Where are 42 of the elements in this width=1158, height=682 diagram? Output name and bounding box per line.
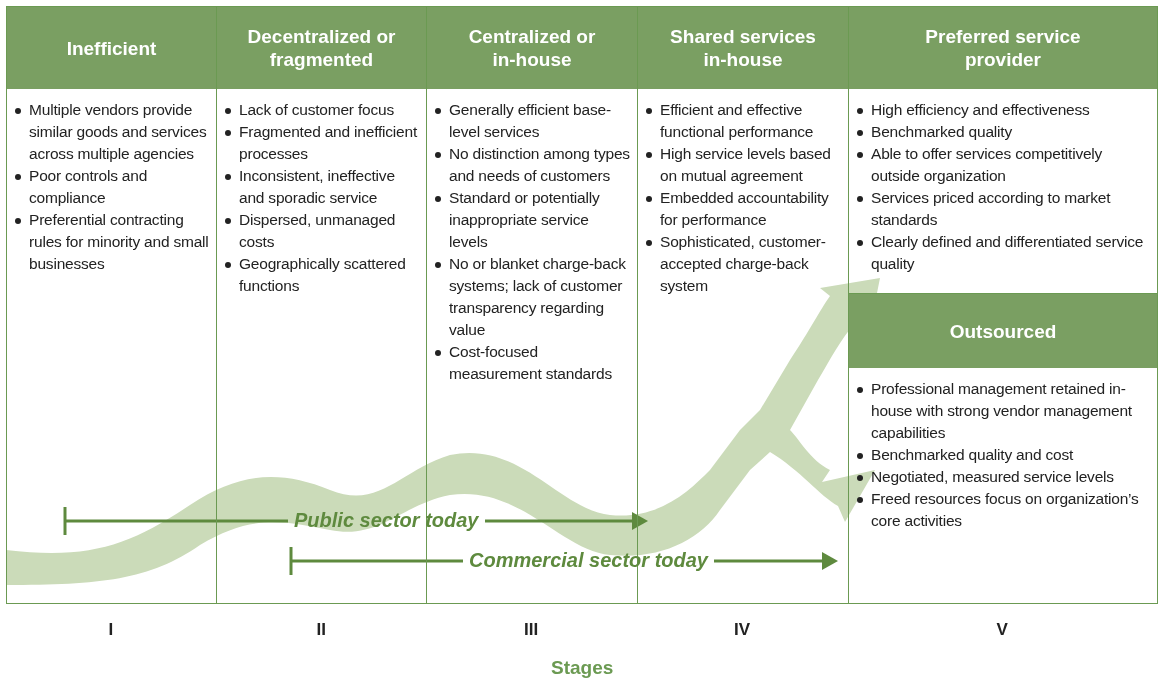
bullet-text: No distinction among types and needs of customers [449, 145, 630, 184]
bullet-text: Fragmented and inefficient processes [239, 123, 418, 162]
bullet-text: Geographically scattered functions [239, 255, 406, 294]
column-header: Decentralized or fragmented [217, 7, 426, 89]
bullet-text: High service levels based on mutual agreement [660, 145, 831, 184]
axis-title: Stages [551, 657, 614, 679]
bullet-text: Efficient and effective functional performance [660, 101, 814, 140]
bullet-text: Embedded accountability for performance [660, 189, 829, 228]
bullet-text: Dispersed, unmanaged costs [239, 211, 396, 250]
bullet-text: Lack of customer focus [239, 101, 394, 118]
table-column [848, 6, 1158, 294]
stage-number: I [108, 620, 114, 640]
table-column [6, 6, 217, 604]
column-header: Outsourced [849, 294, 1157, 368]
bullet-text: Benchmarked quality and cost [871, 446, 1074, 463]
stage-number: V [996, 620, 1008, 640]
stage-number: II [316, 620, 326, 640]
bullet-text: Services priced according to market standards [871, 189, 1111, 228]
stage-number: III [524, 620, 539, 640]
bullet-text: Generally efficient base-level services [449, 101, 611, 140]
table-column [216, 6, 427, 604]
bullet-text: Able to offer services competitively outside organization [871, 145, 1103, 184]
bullet-text: Cost-focused measurement standards [449, 343, 612, 382]
bullet-text: High efficiency and effectiveness [871, 101, 1090, 118]
bullet-text: Benchmarked quality [871, 123, 1012, 140]
bullet-text: Standard or potentially inappropriate service levels [449, 189, 600, 250]
bullet-text: Preferential contracting rules for minority and small businesses [29, 211, 209, 272]
bullet-text: No or blanket charge-back systems; lack of customer transparency regarding value [449, 255, 626, 338]
bullet-text: Clearly defined and differentiated service quality [871, 233, 1144, 272]
bullet-text: Freed resources focus on organization’s core activities [871, 490, 1139, 529]
bullet-text: Sophisticated, customer-accepted charge-back system [660, 233, 826, 294]
bullet-text: Inconsistent, ineffective and sporadic service [239, 167, 395, 206]
bullet-text: Professional management retained in-house with strong vendor management capabilities [871, 380, 1132, 441]
column-header: Inefficient [7, 7, 216, 89]
column-header: Shared services in-house [638, 7, 848, 89]
bullet-text: Poor controls and compliance [29, 167, 148, 206]
column-header: Preferred service provider [849, 7, 1157, 89]
bullet-text: Multiple vendors provide similar goods and services across multiple agencies [29, 101, 207, 162]
column-header: Centralized or in-house [427, 7, 637, 89]
stage-number: IV [734, 620, 751, 640]
bullet-text: Negotiated, measured service levels [871, 468, 1114, 485]
table-column [848, 293, 1158, 604]
